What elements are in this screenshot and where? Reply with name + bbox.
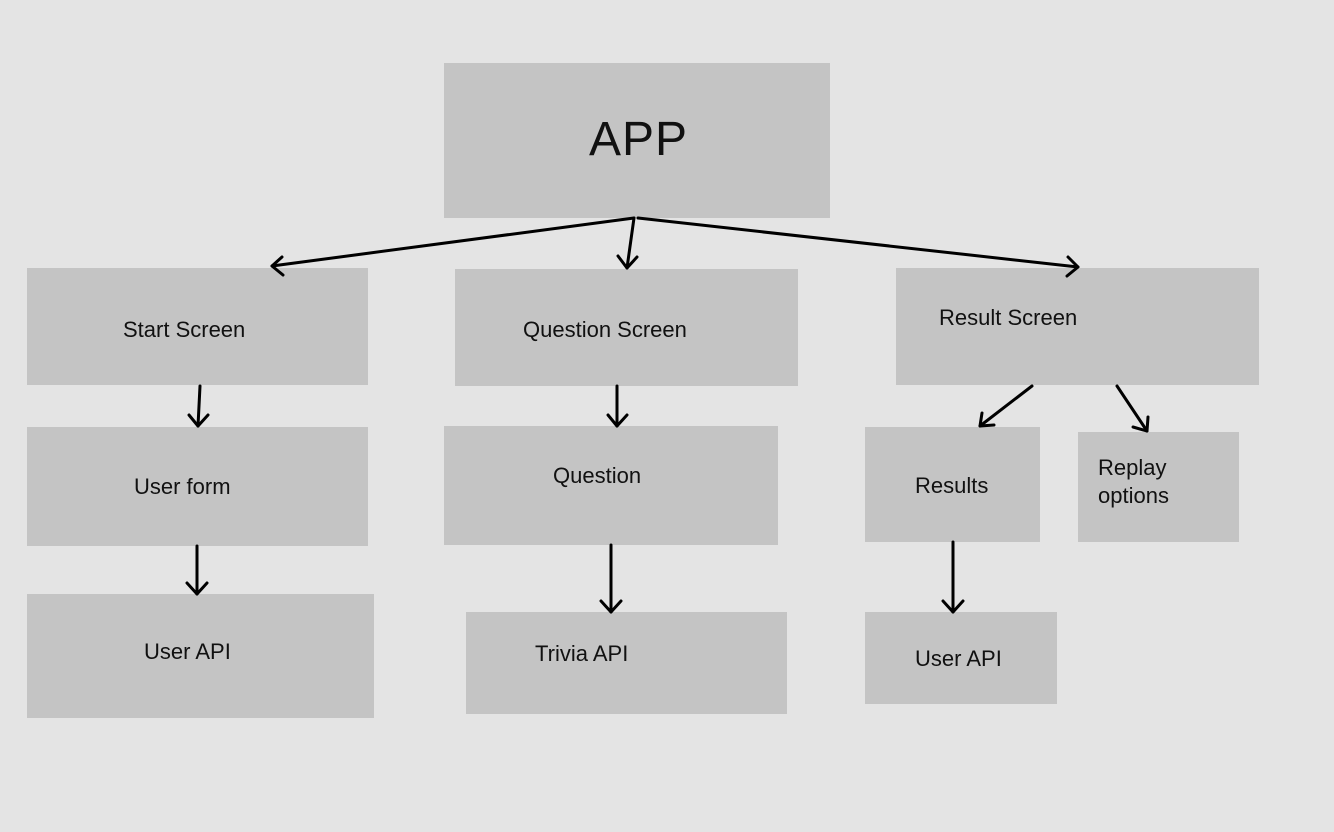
user-api-label-start: User API [144,639,231,664]
result-screen-label: Result Screen [939,305,1078,330]
user-api-node-start: User API [27,594,374,718]
user-form-node: User form [27,427,368,546]
arrow-result-screen-to-results [978,384,1034,428]
arrow-start-screen-to-user-form [187,384,210,428]
app-node: APP [444,63,830,218]
arrow-user-form-to-user-api [185,544,209,596]
trivia-api-node: Trivia API [466,612,787,714]
arrow-result-screen-to-replay-options [1115,384,1150,433]
question-node: Question [444,426,778,545]
arrow-results-to-user-api [941,540,965,614]
question-label: Question [553,463,642,488]
results-node: Results [865,427,1040,542]
results-label: Results [915,473,989,498]
arrow-question-to-trivia-api [599,543,623,614]
user-form-label: User form [134,474,231,499]
user-api-label-result: User API [915,646,1002,671]
arrow-app-to-question-screen [616,216,639,270]
result-screen-node: Result Screen [896,268,1259,385]
arrow-app-to-start-screen [270,216,636,277]
replay-options-label: Replay options [1098,455,1169,508]
trivia-api-label: Trivia API [535,641,629,666]
question-screen-node: Question Screen [455,269,798,386]
replay-options-node: Replay options [1078,432,1239,542]
start-screen-node: Start Screen [27,268,368,385]
arrow-question-screen-to-question [606,384,629,428]
app-node-label: APP [589,113,689,166]
question-screen-label: Question Screen [523,317,687,342]
user-api-node-result: User API [865,612,1057,704]
start-screen-label: Start Screen [123,317,246,342]
arrow-app-to-result-screen [636,216,1080,278]
